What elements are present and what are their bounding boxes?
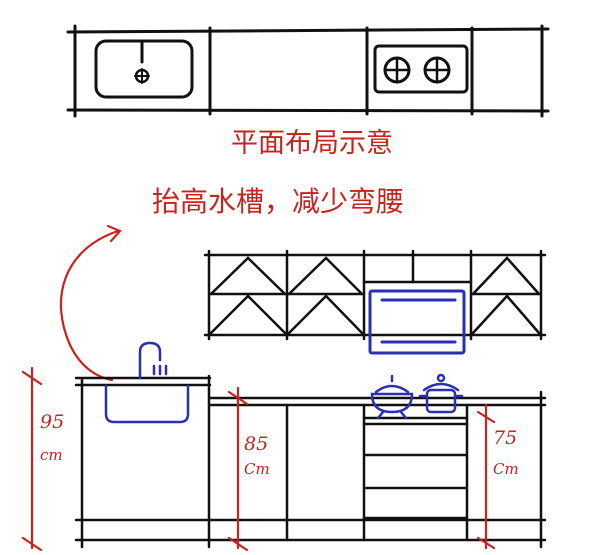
- upper-door-1-zigzag: [209, 256, 287, 335]
- range-hood-body: [368, 289, 466, 355]
- arrow-head-icon: [106, 224, 122, 243]
- plan-front-edge: [66, 108, 550, 113]
- plan-cooktop: [373, 44, 469, 94]
- upper-door-2-zigzag: [287, 256, 364, 335]
- dim-sink-tick-bottom: [21, 536, 43, 552]
- stove-height-value: 75: [493, 427, 517, 449]
- dim-stove-tick-top: [476, 410, 496, 424]
- sink-height-unit: cm: [40, 446, 63, 464]
- arrow-curve: [59, 229, 120, 382]
- dim-counter-tick-top: [227, 390, 249, 406]
- stock-pot-icon: [425, 388, 457, 414]
- elevation-note: 抬高水槽，减少弯腰: [152, 185, 404, 218]
- counter-height-unit: Cm: [244, 460, 270, 478]
- sink-height-value: 95: [40, 411, 64, 433]
- dimension-lines: [21, 366, 496, 552]
- upper-cabinets: [203, 249, 547, 341]
- stock-pot-lid: [422, 382, 460, 392]
- dim-counter-tick-bottom: [227, 536, 249, 552]
- plan-sink-basin: [94, 39, 194, 99]
- stock-pot-knob: [436, 373, 446, 383]
- plan-view: [66, 24, 550, 118]
- upper-door-3-zigzag: [471, 256, 541, 335]
- faucet-icon: [138, 341, 162, 380]
- plan-back-edge: [66, 27, 550, 34]
- wok-icon: [370, 392, 414, 414]
- wok-lid: [374, 384, 410, 394]
- dim-stove-tick-bottom: [476, 536, 496, 550]
- wok-leg-l: [376, 410, 385, 420]
- pots: [370, 373, 464, 420]
- pointer-arrow: [59, 224, 122, 382]
- plan-caption: 平面布局示意: [231, 128, 393, 159]
- sink-elevation: [104, 341, 190, 424]
- counter-height-value: 85: [244, 433, 268, 455]
- dim-sink-tick-top: [21, 370, 43, 386]
- stove-height-unit: Cm: [493, 460, 519, 478]
- sink-bowl: [104, 384, 190, 424]
- wok-leg-r: [399, 410, 408, 420]
- range-hood: [368, 289, 466, 355]
- base-cabinets: [74, 374, 547, 549]
